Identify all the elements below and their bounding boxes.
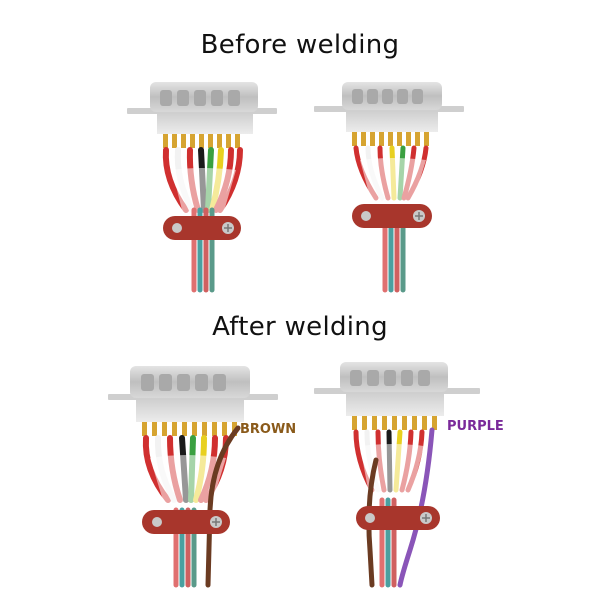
after-welding-photos xyxy=(108,362,480,588)
before-welding-heading: Before welding xyxy=(200,30,400,60)
connector-right-before xyxy=(314,82,464,293)
after-welding-heading: After welding xyxy=(212,312,388,342)
before-welding-photos xyxy=(127,82,464,293)
connector-left-after xyxy=(108,366,278,588)
connector-left-before xyxy=(127,82,277,293)
connector-right-after xyxy=(314,362,480,588)
purple-wire-label: PURPLE xyxy=(447,419,504,434)
brown-wire-label: BROWN xyxy=(240,422,297,437)
